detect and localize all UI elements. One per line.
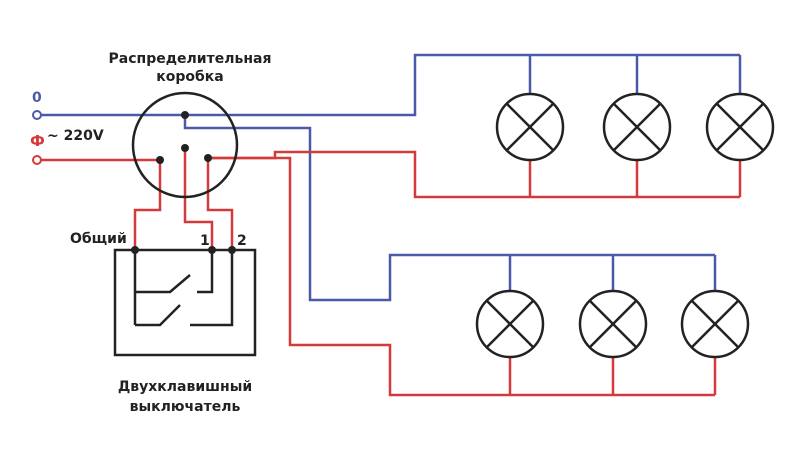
junction-node-phase — [156, 156, 164, 164]
lamp-cross — [485, 299, 535, 349]
switch-lower-contact — [135, 304, 181, 327]
phase-input-terminal — [32, 155, 42, 165]
junction-node-line2 — [204, 154, 212, 162]
switch-label-line1: Двухклавишный — [118, 379, 252, 395]
lamp-cross — [588, 299, 638, 349]
switch-terminal-2 — [228, 246, 236, 254]
common-terminal-label: Общий — [70, 231, 127, 247]
terminal-2-label: 2 — [237, 233, 247, 249]
junction-box-label-line1: Распределительная — [109, 51, 272, 67]
box-to-terminal-2 — [206, 158, 234, 248]
terminal-1-label: 1 — [200, 233, 210, 249]
lower-lamps-feed — [208, 156, 715, 397]
phase-to-common — [133, 160, 162, 248]
neutral-to-lower-lamps — [183, 115, 715, 302]
upper-lamp-group — [495, 92, 775, 162]
neutral-to-upper-lamps — [185, 53, 740, 117]
switch-upper-contact — [135, 274, 191, 294]
lamp-icon — [578, 289, 648, 359]
junction-node-line1 — [181, 144, 189, 152]
switch-terminal-1 — [208, 246, 216, 254]
lower-lamp-group — [475, 289, 750, 359]
junction-box-label-line2: коробка — [156, 69, 223, 85]
switch-label-line2: выключатель — [130, 399, 241, 415]
lamp-cross — [715, 102, 765, 152]
lamp-icon — [705, 92, 775, 162]
double-switch — [113, 248, 257, 357]
switch-upper-return — [197, 250, 214, 294]
neutral-input-terminal — [32, 110, 42, 120]
lamp-icon — [602, 92, 672, 162]
lamp-icon — [680, 289, 750, 359]
junction-box — [131, 91, 239, 199]
neutral-wires — [40, 53, 742, 302]
switch-lower-return — [190, 250, 234, 327]
junction-node-neutral — [181, 111, 189, 119]
switch-terminal-common — [131, 246, 139, 254]
lamp-cross — [612, 102, 662, 152]
switch-body — [113, 248, 257, 357]
phase-wires — [40, 148, 742, 397]
switch-terminals — [131, 246, 236, 254]
lamps — [475, 92, 775, 359]
voltage-label: ~ 220V — [47, 128, 104, 144]
phase-label: Ф — [30, 132, 45, 150]
junction-nodes — [156, 111, 212, 164]
lamp-icon — [475, 289, 545, 359]
lamp-icon — [495, 92, 565, 162]
lamp-cross — [505, 102, 555, 152]
neutral-label: 0 — [32, 90, 42, 106]
lamp-cross — [690, 299, 740, 349]
box-to-terminal-1 — [183, 148, 214, 248]
